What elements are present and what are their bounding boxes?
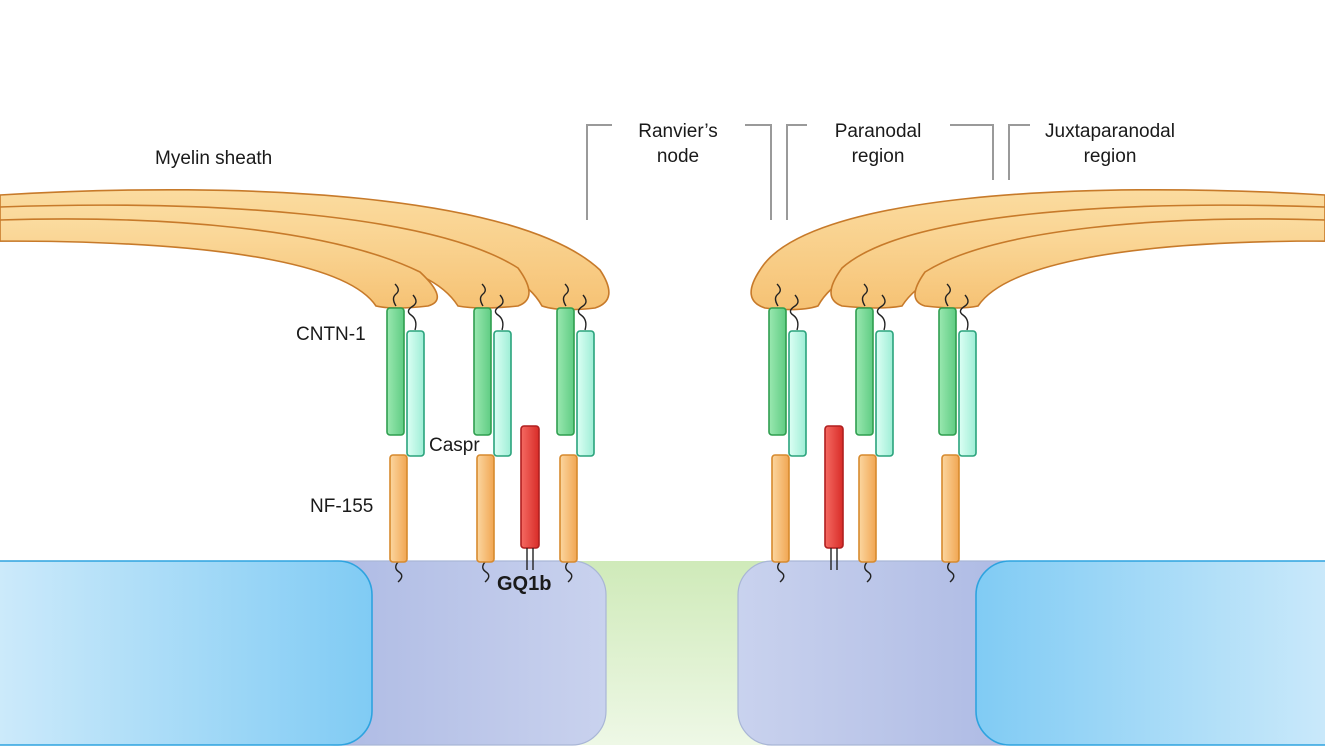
cntn1-label: CNTN-1 <box>296 324 366 345</box>
axon <box>0 560 1325 746</box>
cntn1-protein <box>386 307 405 436</box>
paranodal-region-label-line2: region <box>852 146 905 167</box>
caspr-tether <box>407 294 417 331</box>
gq1b-label: GQ1b <box>497 573 551 595</box>
caspr-tether <box>577 294 587 331</box>
nf155-protein <box>771 454 790 563</box>
nf155-protein <box>858 454 877 563</box>
nf155-protein <box>476 454 495 563</box>
myelin-sheath-right <box>750 188 1325 311</box>
caspr-tether <box>876 294 886 331</box>
caspr-protein <box>788 330 807 457</box>
caspr-protein <box>576 330 595 457</box>
nf155-axon-tether <box>395 561 403 583</box>
paranodal-region-bracket <box>786 124 994 220</box>
caspr-protein <box>875 330 894 457</box>
region-brackets <box>586 124 1030 220</box>
nf155-protein <box>941 454 960 563</box>
cntn1-protein <box>473 307 492 436</box>
junction-complex-4 <box>768 283 807 583</box>
juxtaparanodal-region-label-line1: Juxtaparanodal <box>1045 121 1175 142</box>
gq1b-right <box>824 425 844 570</box>
caspr-tether <box>789 294 799 331</box>
gq1b-bar-right <box>824 425 844 549</box>
caspr-protein <box>958 330 977 457</box>
myelin-sheath-label: Myelin sheath <box>155 148 272 169</box>
myelin-sheath-left <box>0 188 610 311</box>
gq1b-bar-left <box>520 425 540 549</box>
caspr-tether <box>494 294 504 331</box>
labels: Myelin sheath Ranvier’s node Paranodal r… <box>155 121 1175 595</box>
juxtaparanodal-region-bracket <box>1008 124 1030 180</box>
myelin-lamella-left-inner <box>0 218 438 309</box>
cntn1-protein <box>855 307 874 436</box>
junction-complex-2 <box>473 283 512 583</box>
juxtaparanodal-region-label-line2: region <box>1084 146 1137 167</box>
cntn1-protein <box>938 307 957 436</box>
gq1b-left <box>520 425 540 570</box>
caspr-protein <box>406 330 425 457</box>
nf155-axon-tether <box>864 561 872 583</box>
nf155-protein <box>389 454 408 563</box>
caspr-label: Caspr <box>429 435 480 456</box>
caspr-protein <box>493 330 512 457</box>
ranvier-node-label-line2: node <box>657 146 699 167</box>
cntn1-tether <box>562 283 569 307</box>
junction-complex-1 <box>386 283 425 583</box>
cntn1-tether <box>479 283 486 307</box>
paranodal-region-label-line1: Paranodal <box>835 121 922 142</box>
cntn1-protein <box>768 307 787 436</box>
junction-complex-3 <box>556 283 595 583</box>
ranvier-node-label-line1: Ranvier’s <box>638 121 718 142</box>
right-internode-axon <box>975 560 1325 746</box>
ranvier-node-bracket <box>586 124 772 220</box>
cntn1-tether <box>774 283 781 307</box>
cntn1-tether <box>392 283 399 307</box>
cntn1-tether <box>944 283 951 307</box>
caspr-tether <box>959 294 969 331</box>
myelin-lamella-right-inner <box>914 218 1325 309</box>
junction-complex-5 <box>855 283 894 583</box>
nf155-axon-tether <box>482 561 490 583</box>
nf155-protein <box>559 454 578 563</box>
cntn1-protein <box>556 307 575 436</box>
paranodal-junction-complexes <box>386 283 977 583</box>
left-internode-axon <box>0 560 373 746</box>
nf155-label: NF-155 <box>310 496 373 517</box>
nf155-axon-tether <box>947 561 955 583</box>
junction-complex-6 <box>938 283 977 583</box>
nf155-axon-tether <box>565 561 573 583</box>
nf155-axon-tether <box>777 561 785 583</box>
cntn1-tether <box>861 283 868 307</box>
